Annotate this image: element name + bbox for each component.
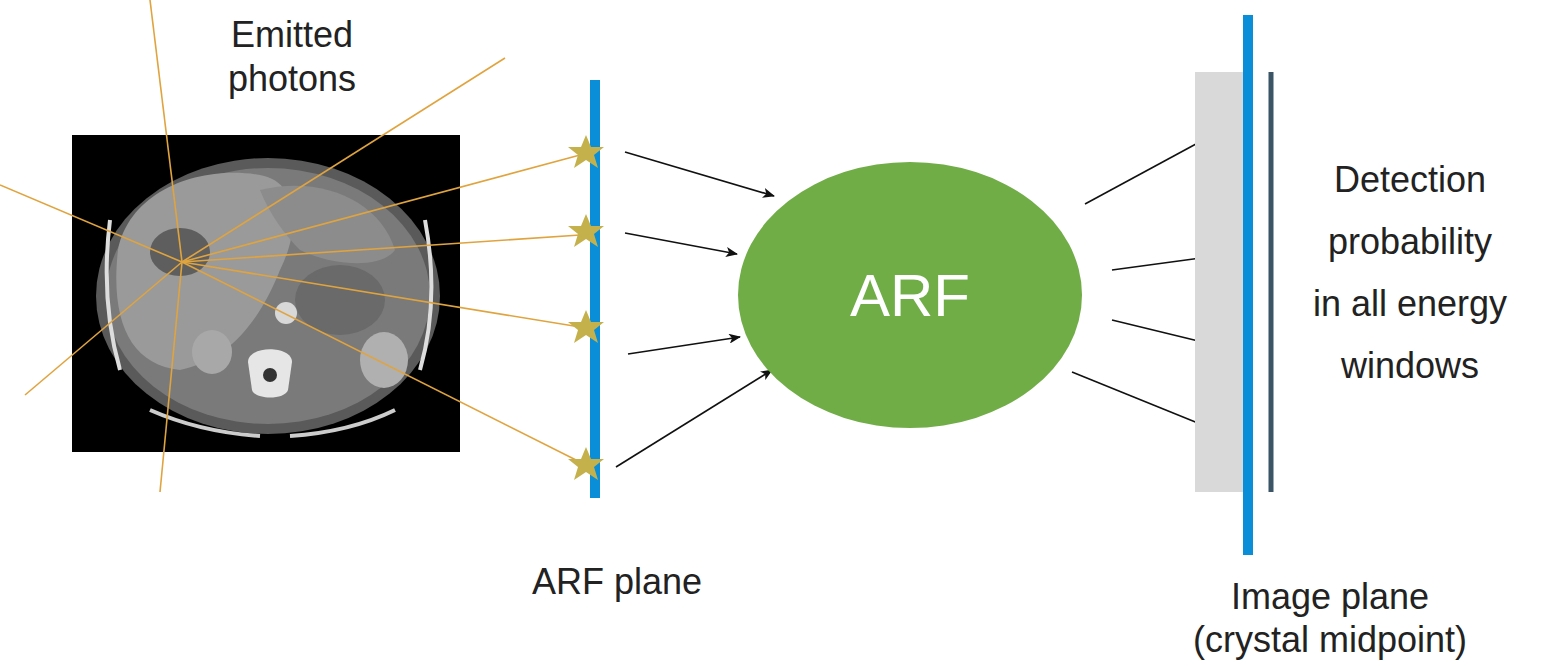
photon-rays	[0, 0, 580, 492]
arf-plane-line	[590, 80, 600, 498]
hit-stars	[568, 135, 604, 480]
ct-image	[72, 135, 460, 452]
image-plane-label: Image plane (crystal midpoint)	[1180, 575, 1480, 661]
node-text: ARF	[850, 261, 970, 330]
image-plane	[1195, 15, 1271, 555]
output-label: Detection probability in all energy wind…	[1311, 149, 1510, 397]
photons-label: Emitted photons	[192, 13, 392, 101]
flow-arrows	[616, 118, 1244, 467]
arf-ellipse: ARF	[738, 162, 1082, 428]
plane-label: ARF plane	[487, 560, 747, 604]
